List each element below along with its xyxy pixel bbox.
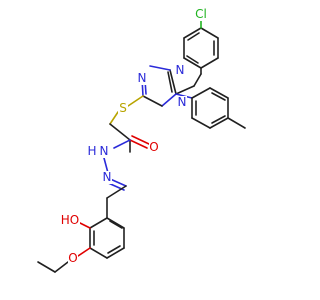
cl-atom-label: Cl	[195, 7, 207, 21]
n3-label-bg	[177, 96, 187, 109]
n-n-bond	[103, 157, 109, 174]
o-ether-label: O	[68, 251, 77, 265]
n-triazole-left-label: N	[138, 71, 147, 85]
ch2-ch3-bond	[37, 261, 56, 273]
chlorophenyl-ring	[183, 27, 219, 69]
nh-atom-label: N	[100, 144, 109, 158]
structure-canvas: Cl N N N S O N H N HO O	[37, 7, 246, 273]
c-oet-bond	[77, 247, 91, 257]
aryl-triazole-bond-2	[193, 73, 202, 87]
n-triazole-top-label: N	[176, 63, 185, 77]
triazole-ring	[141, 65, 177, 107]
n2-label-bg	[137, 72, 147, 85]
ch2-carbonyl-bond	[109, 123, 131, 141]
nh-label-bg	[99, 145, 109, 158]
n-triazole-right-label: N	[178, 95, 187, 109]
cl-label-bg	[193, 7, 210, 21]
o-carbonyl-label: O	[149, 140, 158, 154]
h-atom-label: H	[87, 144, 96, 158]
o-ch2-bond	[54, 261, 69, 273]
phenol-ring	[89, 197, 125, 259]
c-s-bond	[127, 95, 144, 107]
c-o-double-bond-2	[131, 135, 150, 145]
triazole-aryl-link	[175, 85, 195, 95]
n-imine-label: N	[103, 170, 112, 184]
o-carbonyl-label-bg	[149, 141, 159, 154]
s-label-bg	[118, 102, 128, 115]
c-n-amide-bond	[113, 139, 131, 149]
n1-label-bg	[175, 64, 185, 77]
ho-atom-label: HO	[61, 213, 79, 227]
s-ch2-bond	[109, 111, 119, 125]
molecule-structure: Cl N N N S O N H N HO O	[37, 7, 246, 273]
n-imine-label-bg	[102, 171, 112, 184]
ch-aryl-bond	[106, 185, 127, 199]
s-atom-label: S	[119, 101, 127, 115]
ho-label-bg	[60, 214, 80, 227]
o-ether-label-bg	[68, 252, 78, 265]
c-o-double-bond-1	[129, 139, 148, 149]
